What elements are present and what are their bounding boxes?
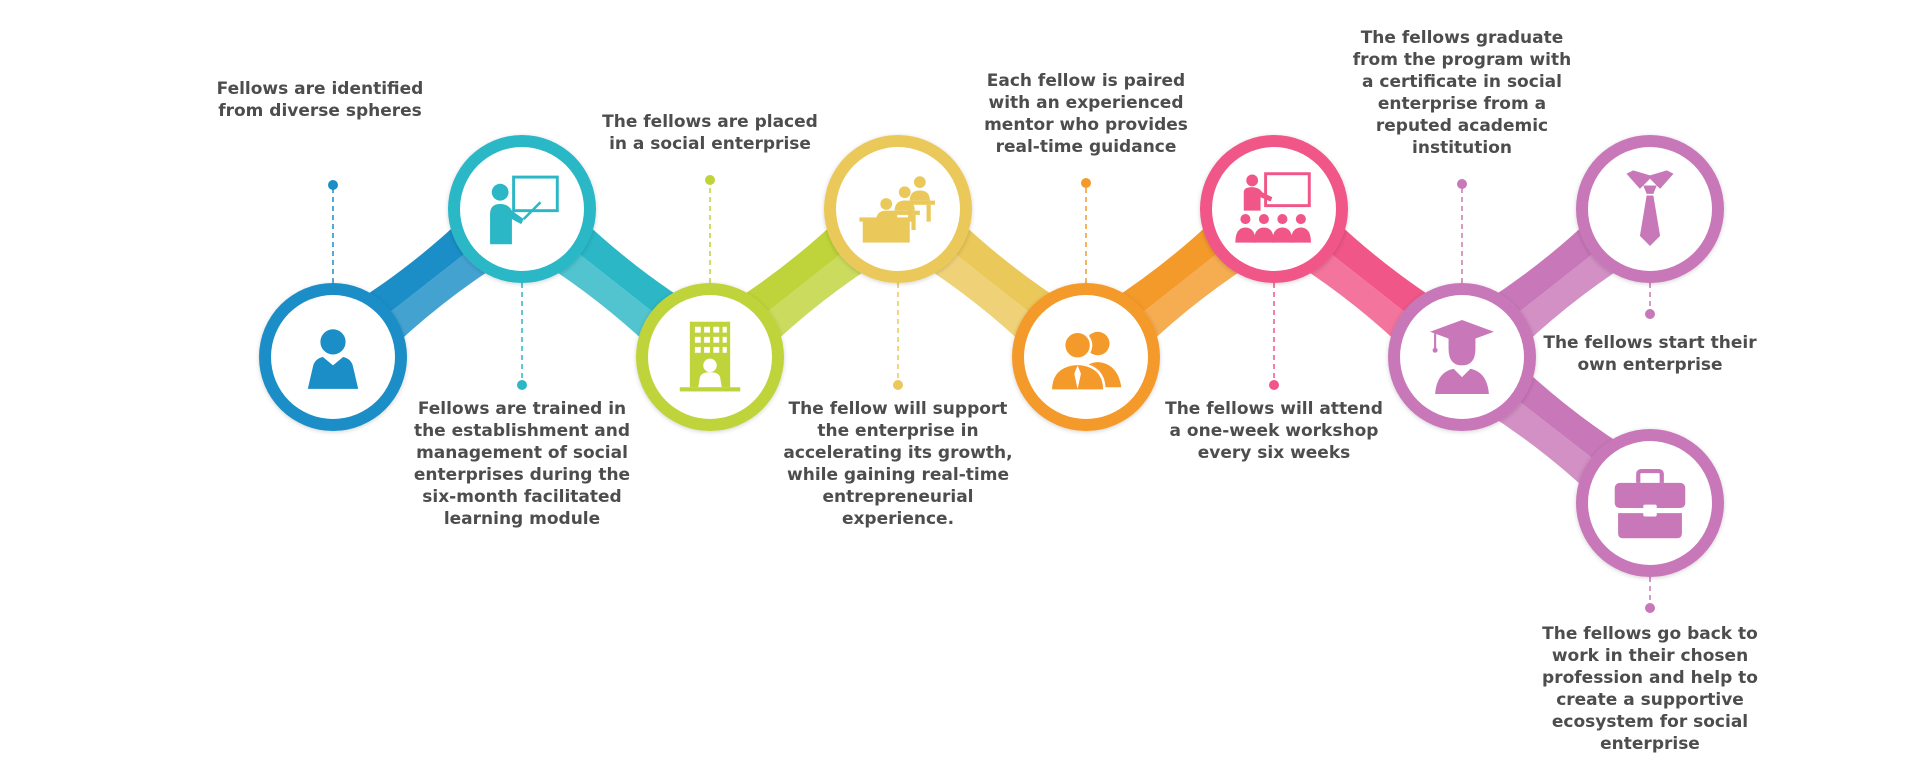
step-node-identify [259,283,407,431]
step-node-graduate [1388,283,1536,431]
guide-workshop [1269,283,1279,390]
caption-graduate: The fellows graduate from the program wi… [1352,28,1572,158]
guide-graduate [1457,179,1467,283]
caption-workshop: The fellows will attend a one-week works… [1165,399,1383,463]
guide-support [893,283,903,390]
step-node-place [636,283,784,431]
step-node-support [824,135,972,283]
caption-support: The fellow will support the enterprise i… [783,399,1013,529]
caption-train: Fellows are trained in the establishment… [413,399,631,529]
guide-identify [328,180,338,283]
caption-return: The fellows go back to work in their cho… [1542,624,1758,754]
step-node-return [1576,429,1724,577]
guide-mentor [1081,178,1091,283]
step-node-mentor [1012,283,1160,431]
guide-start [1645,283,1655,319]
guide-train [517,283,527,390]
caption-place: The fellows are placed in a social enter… [602,112,818,154]
step-node-workshop [1200,135,1348,283]
guide-place [705,175,715,283]
step-node-start [1576,135,1724,283]
caption-mentor: Each fellow is paired with an experience… [984,71,1188,157]
caption-identify: Fellows are identified from diverse sphe… [216,79,424,121]
guide-return [1645,577,1655,613]
caption-start: The fellows start their own enterprise [1543,333,1757,375]
step-node-train [448,135,596,283]
